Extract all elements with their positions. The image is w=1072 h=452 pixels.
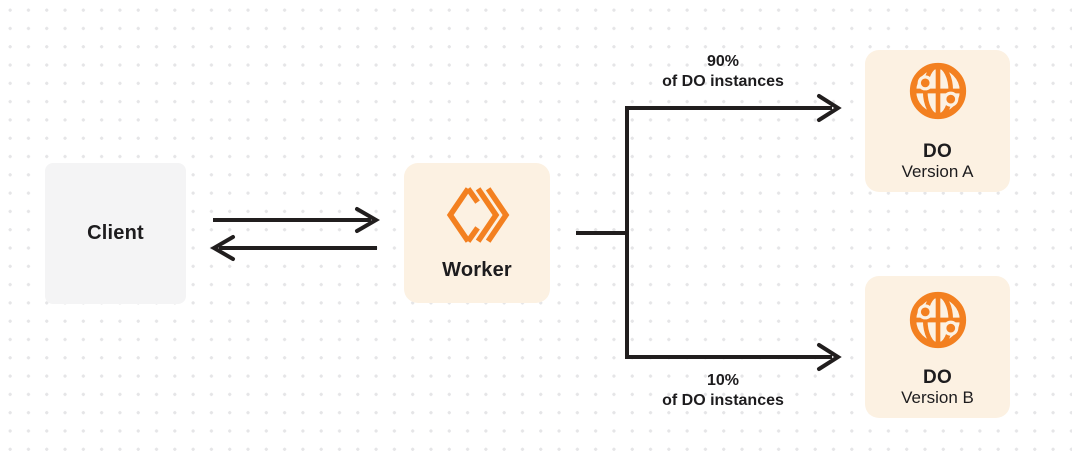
globe-icon [865,291,1010,349]
worker-node: Worker [404,163,550,303]
do-b-subtitle: Version B [901,388,974,407]
arrow-to-do-a-head [817,94,842,122]
edge-label-10-line1: 10% [706,372,740,389]
worker-label: Worker [442,259,512,281]
do-b-title: DO [923,367,952,388]
edge-label-10-line2: of DO instances [662,392,784,409]
do-a-title: DO [923,141,952,162]
edge-label-90-percent: 90% of DO instances [603,52,843,92]
edge-label-10-percent: 10% of DO instances [603,371,843,411]
client-node: Client [45,163,186,304]
do-version-b-node: DO Version B [865,276,1010,418]
arrow-worker-to-client-head [210,235,235,261]
edge-label-90-line2: of DO instances [662,73,784,90]
globe-icon [865,62,1010,120]
client-label: Client [87,222,144,244]
fork-branch-lines [625,106,832,359]
arrow-to-do-b-head [817,343,842,371]
arrow-client-to-worker-head [355,207,380,233]
edge-label-90-line1: 90% [706,53,740,70]
do-a-subtitle: Version A [901,162,974,181]
workers-logo-icon [446,187,510,243]
do-version-a-node: DO Version A [865,50,1010,192]
